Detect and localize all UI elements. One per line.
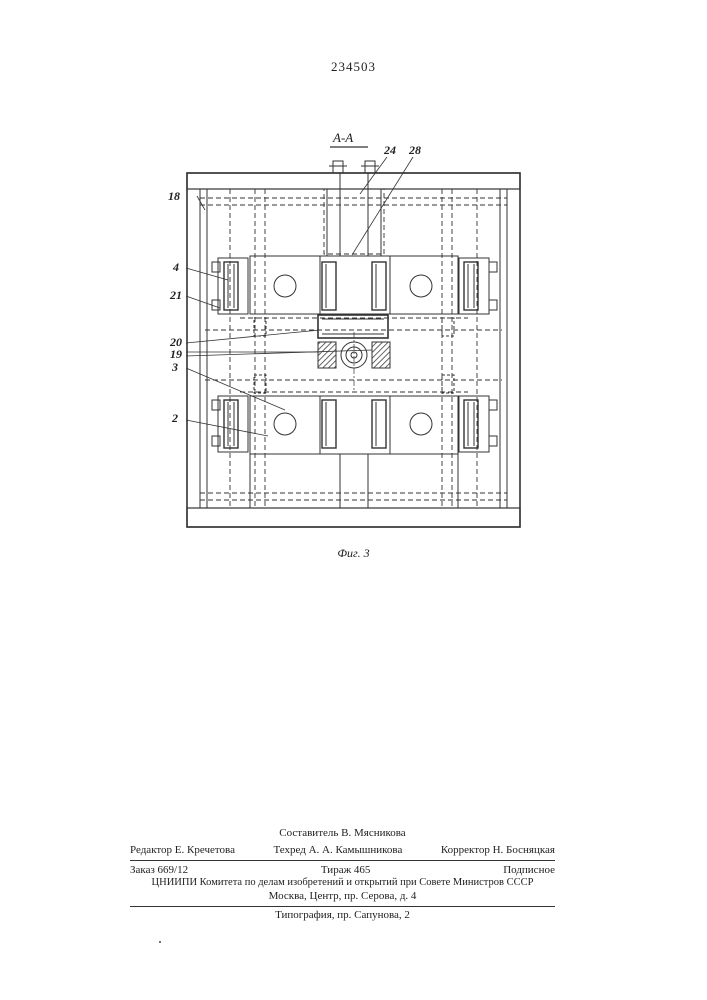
pad-left (318, 342, 336, 368)
housing-outer (187, 173, 520, 527)
circulation: Тираж 465 (321, 865, 371, 876)
callout-4: 4 (173, 261, 179, 273)
subscription: Подписное (503, 865, 555, 876)
callout-19: 19 (170, 348, 182, 360)
figure-caption: Фиг. 3 (0, 547, 707, 559)
lower-block-left (250, 396, 320, 454)
housing-top-rail (187, 173, 520, 189)
editor: Редактор Е. Кречетова (130, 845, 235, 856)
composer-line: Составитель В. Мясникова (130, 828, 555, 839)
pad-right (372, 342, 390, 368)
order-line: Заказ 669/12 Тираж 465 Подписное (130, 865, 555, 876)
credits-line: Редактор Е. Кречетова Техред А. А. Камыш… (130, 845, 555, 856)
order-number: Заказ 669/12 (130, 865, 188, 876)
upper-block-right (390, 256, 458, 314)
housing-bottom-rail (187, 508, 520, 527)
proofreader: Корректор Н. Босняцкая (441, 845, 555, 856)
callout-3: 3 (172, 361, 178, 373)
top-bolt-right (365, 161, 375, 173)
callout-28: 28 (409, 144, 421, 156)
top-bolt-left (333, 161, 343, 173)
tech-editor: Техред А. А. Камышникова (273, 845, 402, 856)
callout-2: 2 (172, 412, 178, 424)
divider (130, 906, 555, 907)
callout-24: 24 (384, 144, 396, 156)
middle-beam (318, 315, 388, 338)
upper-block-center (320, 256, 390, 314)
org-line-2: Москва, Центр, пр. Серова, д. 4 (130, 891, 555, 902)
lower-block-right (390, 396, 458, 454)
section-label: А-А (333, 131, 353, 144)
upper-block-left (250, 256, 320, 314)
lower-block-center (320, 396, 390, 454)
org-line-1: ЦНИИПИ Комитета по делам изобретений и о… (130, 878, 555, 889)
callout-21: 21 (170, 289, 182, 301)
callout-18: 18 (168, 190, 180, 202)
divider (130, 860, 555, 861)
print-house: Типография, пр. Сапунова, 2 (130, 910, 555, 921)
